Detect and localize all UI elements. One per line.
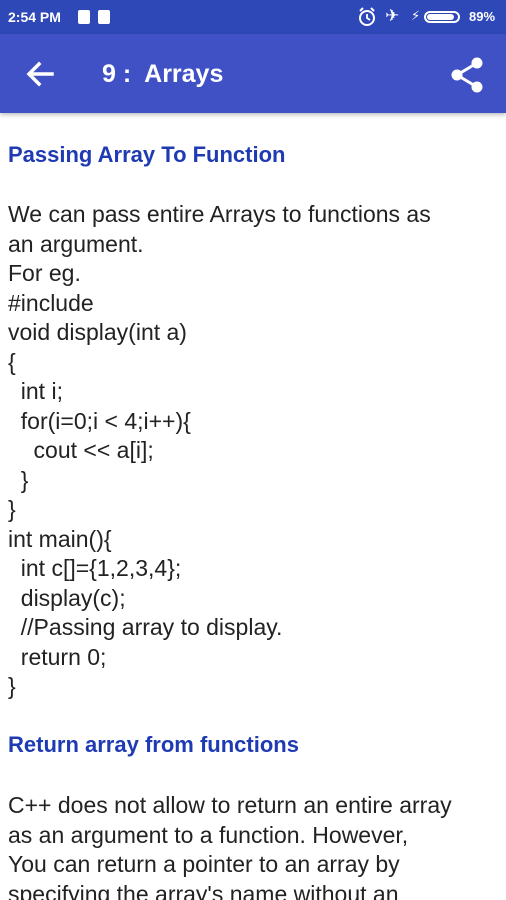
- text-line: an argument.: [8, 230, 144, 257]
- content-area[interactable]: Passing Array To Function We can pass en…: [0, 114, 506, 900]
- text-line: void display(int a): [8, 319, 187, 345]
- text-line: }: [8, 673, 16, 699]
- text-line: cout << a[i];: [8, 437, 154, 463]
- status-time: 2:54 PM: [8, 9, 61, 25]
- text-line: You can return a pointer to an array by: [8, 851, 400, 877]
- battery-level: [427, 14, 454, 20]
- text-line: We can pass entire Arrays to functions a…: [8, 201, 431, 227]
- battery-icon: [424, 11, 460, 23]
- text-line: int main(){: [8, 525, 112, 552]
- text-line: specifying the array's name without an: [8, 880, 399, 900]
- text-line: For eg.: [8, 260, 81, 286]
- section-body: C++ does not allow to return an entire a…: [8, 791, 502, 900]
- page-title: 9 : Arrays: [102, 60, 224, 88]
- text-line: }: [8, 496, 16, 522]
- status-bar: 2:54 PM ✈ ⚡ 89%: [0, 0, 506, 34]
- text-line: {: [8, 348, 16, 375]
- text-line: #include: [8, 289, 94, 316]
- battery-percent: 89%: [469, 9, 496, 24]
- charging-icon: ⚡: [411, 8, 421, 23]
- alarm-icon: [359, 7, 375, 26]
- text-line: }: [8, 466, 29, 493]
- text-line: int i;: [8, 378, 63, 404]
- text-line: return 0;: [8, 643, 107, 670]
- section-body: We can pass entire Arrays to functions a…: [8, 200, 502, 702]
- sim-icon: [98, 10, 110, 24]
- app-bar: 9 : Arrays: [0, 34, 506, 113]
- section-heading: Return array from functions: [8, 732, 299, 757]
- text-line: //Passing array to display.: [8, 614, 283, 640]
- text-line: as an argument to a function. However,: [8, 821, 409, 848]
- share-icon[interactable]: [448, 56, 486, 94]
- text-line: display(c);: [8, 584, 126, 611]
- text-line: for(i=0;i < 4;i++){: [8, 407, 191, 434]
- back-arrow-icon[interactable]: [22, 56, 58, 92]
- airplane-icon: ✈: [385, 6, 400, 25]
- section-heading: Passing Array To Function: [8, 142, 286, 167]
- sim-icon: [78, 10, 90, 24]
- text-line: int c[]={1,2,3,4};: [8, 555, 182, 581]
- text-line: C++ does not allow to return an entire a…: [8, 792, 452, 818]
